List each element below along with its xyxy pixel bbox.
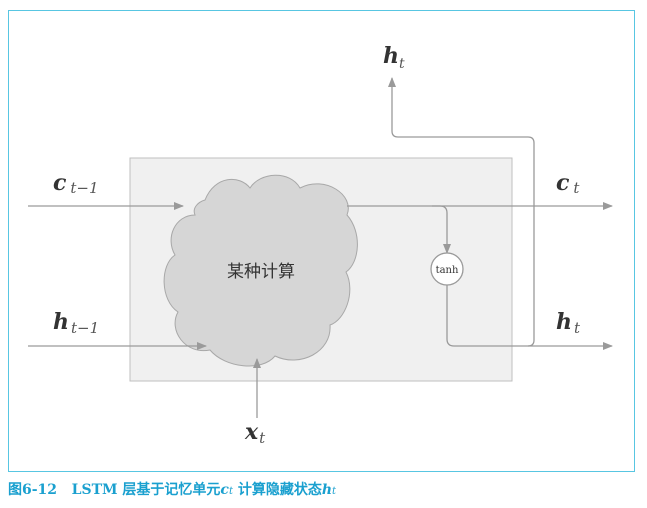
tanh-branch-arrow	[432, 205, 451, 254]
h-output-arrow	[446, 285, 613, 350]
top-output-h-label: ht	[383, 43, 405, 72]
cloud-label: 某种计算	[227, 262, 295, 282]
computation-cloud	[163, 174, 358, 367]
caption-math-h-sub: t	[332, 486, 337, 497]
h-top-output-arrow	[388, 77, 535, 347]
caption-math-c-sub: t	[228, 486, 233, 497]
figure-caption: 图6-12 LSTM 层基于记忆单元ct 计算隐藏状态ht	[8, 479, 336, 499]
x-input-label: xt	[244, 419, 266, 447]
figure-number: 图6-12	[8, 482, 58, 498]
caption-math-c: c	[220, 482, 229, 498]
figure-frame	[8, 10, 635, 472]
tanh-label: tanh	[436, 265, 459, 276]
caption-text-middle: 计算隐藏状态	[237, 482, 322, 498]
caption-math-h: h	[321, 482, 333, 498]
caption-text-prefix: LSTM 层基于记忆单元	[71, 482, 221, 498]
